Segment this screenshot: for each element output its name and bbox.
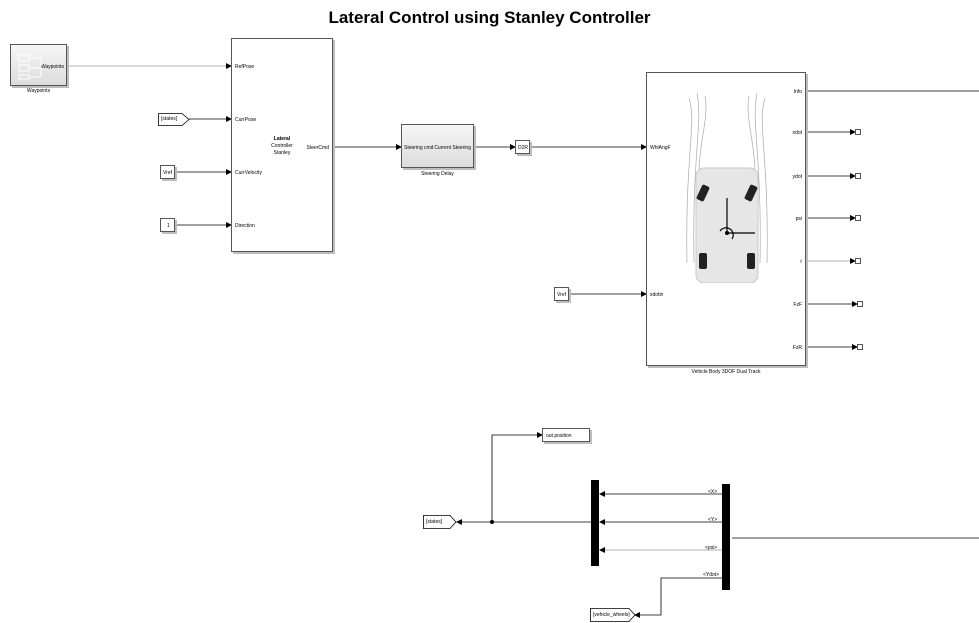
waypoints-caption: Waypoints	[26, 88, 51, 94]
port-xdot: xdot	[792, 130, 802, 136]
out-position-block[interactable]: out.position	[542, 428, 590, 442]
lateral-label-3: Stanley	[273, 150, 291, 156]
terminator-xdot[interactable]	[855, 129, 861, 135]
port-current-steering: Current Steering	[434, 145, 471, 151]
bus-label-psi: <psi>	[705, 545, 718, 551]
port-r: r	[800, 259, 802, 265]
vref2-constant[interactable]: Vref	[554, 287, 569, 301]
bus-label-y: <Y>	[708, 517, 718, 523]
bus-selector-bar[interactable]	[722, 484, 730, 590]
port-fzr: FzR	[792, 345, 802, 351]
steering-delay-caption: Steering Delay	[421, 171, 454, 177]
port-info: Info	[793, 89, 802, 95]
port-currpose: CurrPose	[235, 117, 257, 123]
port-steering-cmd: Steering cmd	[404, 145, 434, 151]
lateral-label-2: Controller	[271, 143, 293, 149]
lateral-controller-block[interactable]: RefPose CurrPose CurrVelocity Direction …	[231, 38, 333, 252]
direction-constant[interactable]: 1	[160, 218, 175, 232]
vehicle-caption: Vehicle Body 3DOF Dual Track	[691, 369, 761, 375]
port-currvelocity: CurrVelocity	[235, 170, 262, 176]
port-direction: Direction	[235, 223, 255, 229]
port-steercmd: SteerCmd	[306, 145, 329, 151]
waypoints-port: Waypoints	[40, 64, 64, 70]
port-xdotin: xdotin	[650, 292, 664, 298]
port-whlangf: WhlAngF	[650, 145, 671, 151]
waypoints-block[interactable]: Waypoints	[10, 44, 67, 86]
vehicle-body-block[interactable]: WhlAngF xdotin Info xdot ydot psi r FzF …	[646, 72, 806, 366]
bus-label-x: <X>	[708, 489, 718, 495]
diagram-title: Lateral Control using Stanley Controller	[328, 8, 651, 27]
vehicle-icon	[686, 93, 768, 283]
terminator-fzr[interactable]	[857, 344, 863, 350]
bus-label-ydot: <Ydot>	[703, 572, 720, 578]
terminator-fzf[interactable]	[857, 301, 863, 307]
terminator-r[interactable]	[855, 258, 861, 264]
port-ydot: ydot	[792, 174, 802, 180]
lateral-label: Lateral	[273, 136, 291, 142]
waypoints-icon	[18, 54, 42, 80]
bus-creator-bar[interactable]	[591, 480, 599, 566]
port-refpose: RefPose	[235, 64, 255, 70]
terminator-ydot[interactable]	[855, 173, 861, 179]
d2r-block[interactable]: D2R	[515, 140, 530, 154]
vref-constant[interactable]: Vref	[160, 165, 175, 179]
port-psi: psi	[795, 216, 802, 222]
steering-delay-block[interactable]: Steering cmd Current Steering	[401, 124, 474, 168]
port-fzf: FzF	[793, 302, 802, 308]
terminator-psi[interactable]	[855, 215, 861, 221]
